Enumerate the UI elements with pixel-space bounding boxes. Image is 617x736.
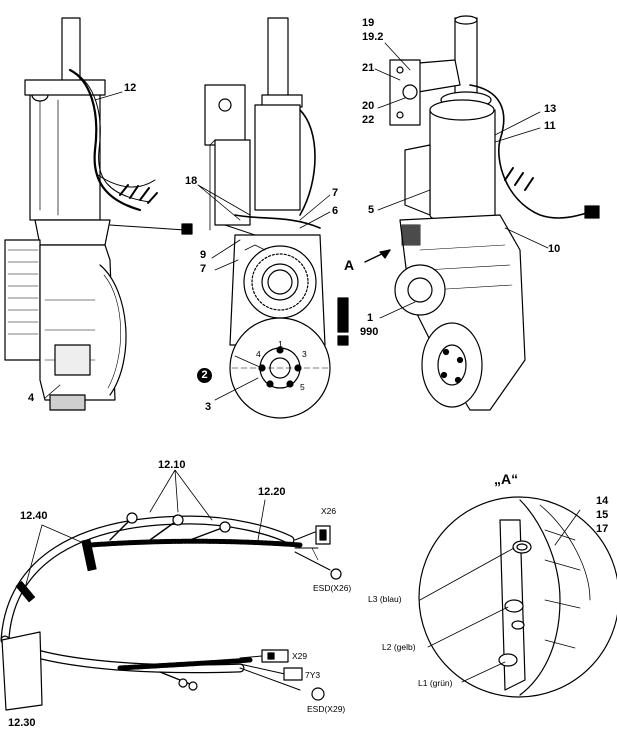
- callout-20: 20: [362, 100, 375, 112]
- callout-12-10: 12.10: [158, 459, 186, 471]
- callout-13: 13: [544, 103, 557, 115]
- callout-990: 990: [360, 326, 379, 338]
- connector-7y3: 7Y3: [305, 670, 321, 680]
- drive-unit-iso-view: [389, 15, 600, 411]
- connector-esd-x29: ESD(X29): [307, 704, 346, 714]
- drive-unit-front-view: [204, 17, 349, 419]
- callout-7-lower: 7: [200, 263, 207, 275]
- arrow-a-head: [379, 249, 391, 259]
- callout-22: 22: [362, 114, 375, 126]
- label-l2-gelb: L2 (gelb): [382, 642, 416, 652]
- callout-15: 15: [596, 509, 609, 521]
- callout-4: 4: [28, 392, 35, 404]
- callout-1: 1: [367, 312, 374, 324]
- detail-a-title: „A“: [494, 471, 519, 487]
- callout-2: 2: [197, 368, 212, 383]
- callout-18: 18: [185, 175, 198, 187]
- callout-12-20: 12.20: [258, 486, 286, 498]
- drive-unit-side-view: [4, 17, 193, 411]
- hub-label-1: 1: [278, 339, 283, 349]
- hub-label-4: 4: [256, 349, 261, 359]
- callout-12-30: 12.30: [8, 717, 36, 729]
- callout-12-40: 12.40: [20, 510, 48, 522]
- cable-harness: [0, 469, 342, 711]
- callout-11: 11: [544, 120, 556, 132]
- connector-esd-x26: ESD(X26): [313, 583, 352, 593]
- callout-17: 17: [596, 523, 609, 535]
- connector-x26: X26: [321, 506, 337, 516]
- label-l3-blau: L3 (blau): [368, 594, 402, 604]
- callout-21: 21: [362, 62, 375, 74]
- callout-a: A: [344, 257, 355, 273]
- callout-9: 9: [200, 249, 207, 261]
- hub-label-5: 5: [300, 382, 305, 392]
- leader-lines-upper: [44, 42, 549, 401]
- callout-6: 6: [332, 205, 339, 217]
- label-l1-gruen: L1 (grün): [418, 678, 453, 688]
- callout-19: 19: [362, 17, 375, 29]
- callout-7-upper: 7: [332, 187, 339, 199]
- callout-19-2: 19.2: [362, 31, 384, 43]
- callout-10: 10: [548, 243, 561, 255]
- connector-x29: X29: [292, 651, 308, 661]
- callout-12: 12: [124, 82, 137, 94]
- callout-5: 5: [368, 204, 375, 216]
- callout-3: 3: [205, 401, 212, 413]
- hub-label-3: 3: [302, 349, 307, 359]
- callout-14: 14: [596, 495, 609, 507]
- detail-a-view: [418, 496, 617, 698]
